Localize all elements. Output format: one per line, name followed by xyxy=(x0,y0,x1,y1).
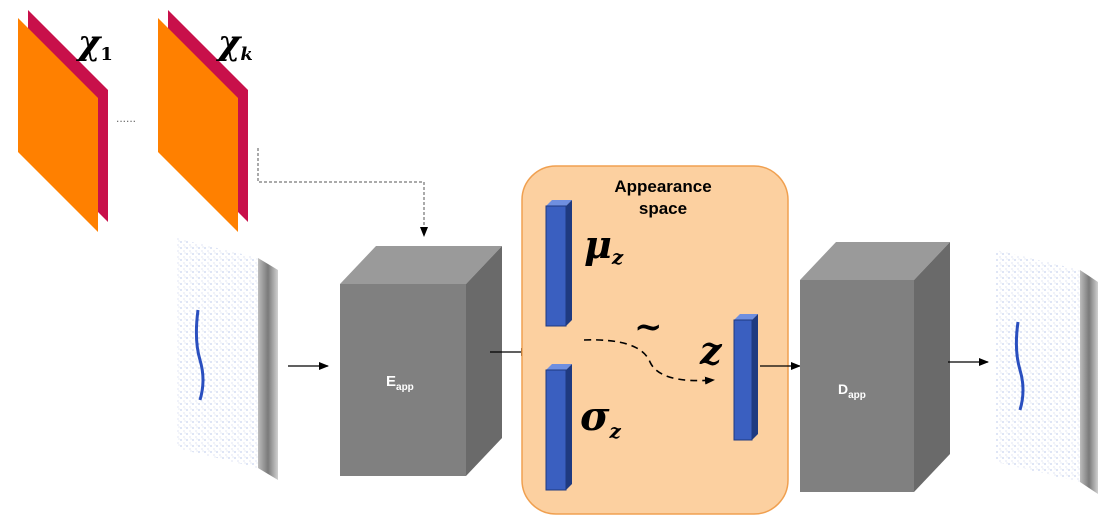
z-vector-front xyxy=(733,319,753,441)
decoder-top xyxy=(800,242,950,280)
mu-vector-side xyxy=(566,200,572,326)
chi-k-label: χk xyxy=(216,23,253,65)
style-page-1 xyxy=(18,10,108,232)
sigma-vector-side xyxy=(566,364,572,490)
output-image-face xyxy=(996,250,1080,482)
sigma-z-label: σz xyxy=(580,393,622,443)
appearance-space-title-line1: Appearance xyxy=(614,177,711,196)
chi-1-label: χ1 xyxy=(76,23,113,65)
z-label: z xyxy=(699,328,723,373)
mu-vector xyxy=(545,200,572,327)
mu-vector-front xyxy=(545,205,567,327)
mu-vector-top xyxy=(546,200,572,206)
decoder-side xyxy=(914,242,950,492)
style-page-1-front xyxy=(18,18,98,232)
z-vector xyxy=(733,314,758,441)
tilde-label: ~ xyxy=(634,307,663,347)
sampling-arrow xyxy=(583,339,715,385)
input-image-stroke xyxy=(194,309,205,401)
encoder-front xyxy=(340,284,466,476)
input-image-face xyxy=(176,238,258,468)
appearance-space-box xyxy=(521,165,789,515)
decoder-front xyxy=(800,280,914,492)
appearance-space-title-line2: space xyxy=(639,199,687,218)
sigma-vector xyxy=(545,364,572,491)
decoder-block xyxy=(800,242,950,492)
encoder-top xyxy=(340,246,502,284)
encoder-block xyxy=(340,246,502,476)
output-image-edge xyxy=(1080,270,1098,494)
style-page-k-front xyxy=(158,18,238,232)
encoder-label: Eapp xyxy=(386,373,414,393)
ellipsis-dots: ...... xyxy=(116,111,136,125)
input-image xyxy=(176,238,278,480)
decoder-label: Dapp xyxy=(838,381,866,401)
sigma-vector-front xyxy=(545,369,567,491)
sigma-vector-top xyxy=(546,364,572,370)
encoder-side xyxy=(466,246,502,476)
output-image-stroke xyxy=(1014,321,1025,411)
style-to-encoder-arrow xyxy=(257,148,428,237)
z-vector-top xyxy=(734,314,758,320)
style-page-k xyxy=(158,10,248,232)
mu-z-label: μz xyxy=(584,222,624,269)
output-image xyxy=(996,250,1098,494)
input-image-edge xyxy=(258,258,278,480)
z-vector-side xyxy=(752,314,758,440)
